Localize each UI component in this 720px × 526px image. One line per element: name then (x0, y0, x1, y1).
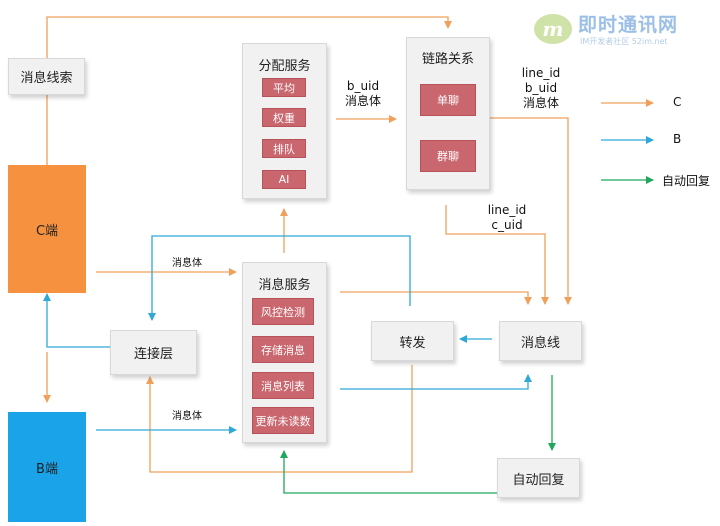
edge-link-down (445, 205, 549, 305)
c-client-node: C端 (8, 165, 86, 293)
b-client-label: B端 (36, 461, 58, 477)
edge-message-service-to-line (340, 291, 532, 305)
legend-c-label: C (673, 95, 682, 109)
message-service-group: 消息服务 风控检测 存储消息 消息列表 更新未读数 (242, 262, 327, 443)
dispatch-service-title: 分配服务 (258, 59, 311, 74)
c-client-label: C端 (35, 223, 59, 239)
message-item-list: 消息列表 (252, 372, 314, 399)
b-client-node: B端 (8, 412, 86, 522)
label-message-body: 消息体 (344, 94, 381, 108)
watermark-subtitle: IM开发者社区 52im.net (580, 37, 668, 46)
edge-auto-reply-to-message-service (280, 450, 497, 494)
legend-b-label: B (673, 132, 682, 146)
connection-layer-node: 连接层 (110, 330, 197, 375)
message-line-node: 消息线 (499, 321, 582, 361)
label-b-uid: b_uid (346, 79, 380, 93)
auto-reply-node: 自动回复 (497, 458, 580, 498)
dispatch-item-average: 平均 (262, 78, 306, 97)
label-message-body-out: 消息体 (522, 96, 559, 110)
edge-message-service-to-line-b (340, 374, 532, 390)
forward-node: 转发 (371, 321, 454, 361)
link-item-single-chat: 单聊 (420, 84, 476, 116)
edge-clue-to-link (46, 16, 452, 58)
edge-forward-to-connection (146, 365, 413, 473)
label-c-body: 消息体 (172, 258, 202, 269)
clue-label: 消息线索 (20, 71, 73, 86)
label-line-id-down: line_id (487, 203, 527, 217)
svg-text:m: m (542, 17, 563, 41)
link-relation-group: 链路关系 单聊 群聊 (406, 37, 490, 190)
watermark-title: 即时通讯网 (578, 14, 679, 36)
auto-reply-label: 自动回复 (512, 472, 565, 488)
label-dispatch-to-link: b_uid 消息体 (336, 79, 390, 109)
label-line-id: line_id (521, 66, 561, 80)
message-service-title: 消息服务 (258, 278, 311, 293)
message-item-store: 存储消息 (252, 336, 314, 363)
edge-connection-to-c (43, 293, 110, 348)
message-line-label: 消息线 (520, 335, 560, 351)
label-b-uid-out: b_uid (524, 81, 558, 95)
message-item-unread: 更新未读数 (252, 407, 314, 434)
dispatch-item-ai: AI (262, 170, 306, 189)
message-item-risk-control: 风控检测 (252, 298, 314, 325)
link-item-group-chat: 群聊 (420, 140, 476, 172)
label-link-down: line_id c_uid (478, 203, 536, 233)
forward-label: 转发 (399, 335, 426, 351)
legend-auto-reply-label: 自动回复 (662, 174, 711, 188)
edge-link-out (490, 117, 572, 305)
dispatch-item-weight: 权重 (262, 108, 306, 127)
edge-forward-to-connection-top (148, 235, 411, 321)
dispatch-item-queue: 排队 (262, 139, 306, 158)
label-c-uid: c_uid (491, 218, 523, 232)
label-link-out: line_id b_uid 消息体 (512, 66, 570, 111)
im-logo-icon: m (534, 14, 572, 44)
connection-layer-label: 连接层 (133, 347, 173, 362)
clue-node: 消息线索 (8, 58, 85, 95)
label-b-body: 消息体 (172, 411, 202, 422)
link-relation-title: 链路关系 (421, 52, 474, 67)
dispatch-service-group: 分配服务 平均 权重 排队 AI (242, 43, 327, 199)
